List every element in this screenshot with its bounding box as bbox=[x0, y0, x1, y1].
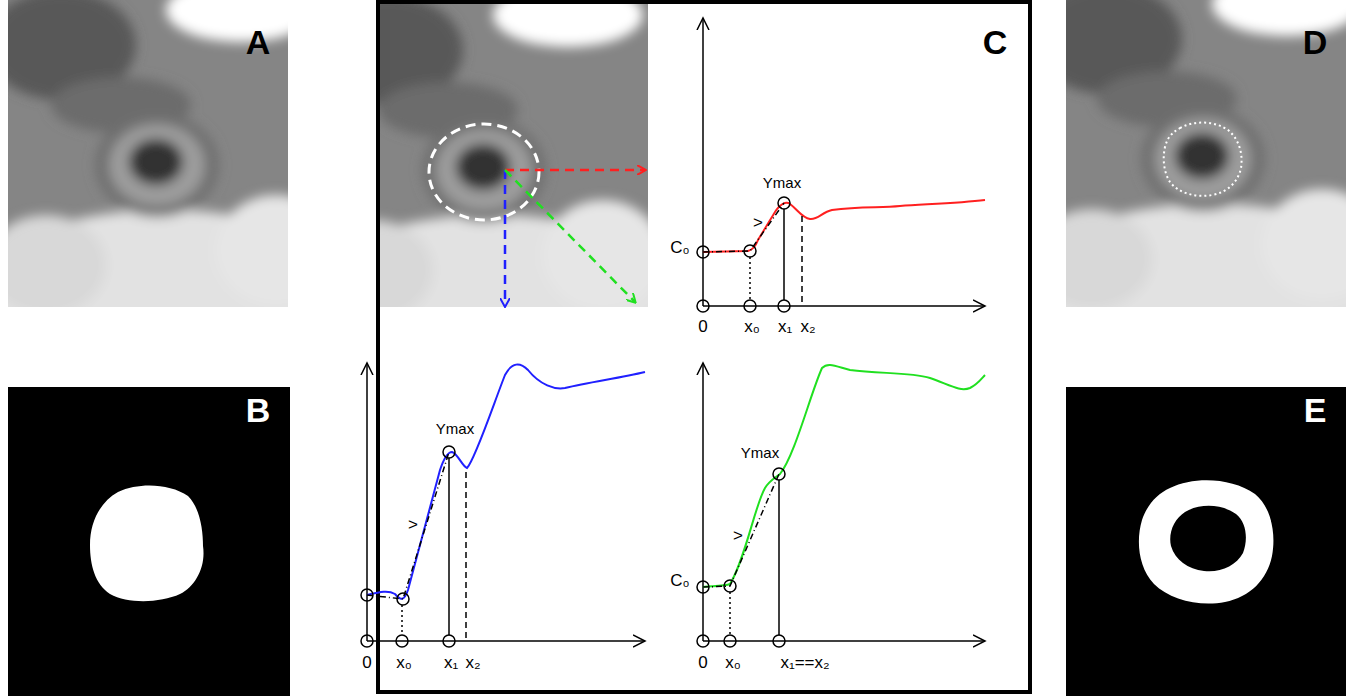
ray-arrow bbox=[505, 170, 635, 302]
wall-mask bbox=[1139, 480, 1274, 603]
panel-label: E bbox=[1304, 393, 1327, 427]
vessel-image bbox=[0, 0, 376, 400]
lumen-contour bbox=[1164, 123, 1242, 196]
tick-label: x₁==x₂ bbox=[780, 654, 829, 671]
profile-plot bbox=[361, 363, 645, 647]
point-label: Ymax bbox=[741, 445, 779, 460]
tick-label: x₁ bbox=[778, 318, 792, 335]
point-label: Ymax bbox=[436, 421, 474, 436]
tick-label: x₂ bbox=[465, 654, 480, 671]
mask-image bbox=[8, 387, 290, 696]
ray-arrow bbox=[505, 169, 645, 172]
lumen-mask bbox=[90, 486, 204, 602]
tick-label: 0 bbox=[698, 654, 707, 671]
slope-mark: > bbox=[753, 214, 763, 231]
mask-image bbox=[1066, 387, 1346, 696]
tick-label: x₂ bbox=[800, 318, 815, 335]
search-region bbox=[429, 124, 539, 220]
profile-plot bbox=[697, 363, 985, 647]
axis-label: C₀ bbox=[670, 239, 689, 256]
slope-mark: > bbox=[733, 527, 743, 544]
slope-mark: > bbox=[408, 516, 418, 533]
panel-label: D bbox=[1303, 25, 1328, 59]
profile-plot bbox=[697, 18, 985, 312]
tick-label: 0 bbox=[362, 654, 371, 671]
tick-label: x₀ bbox=[725, 654, 741, 671]
point-label: Ymax bbox=[763, 175, 801, 190]
vessel-image bbox=[1002, 0, 1349, 394]
tick-label: x₀ bbox=[396, 654, 412, 671]
panel-label: A bbox=[246, 25, 271, 59]
vessel-image bbox=[283, 0, 703, 405]
ray-arrow bbox=[504, 170, 507, 306]
panel-label: B bbox=[246, 393, 271, 427]
panel-label: C bbox=[983, 25, 1008, 59]
axis-label: C₀ bbox=[670, 572, 689, 589]
tick-label: 0 bbox=[698, 318, 707, 335]
tick-label: x₁ bbox=[444, 654, 458, 671]
tick-label: x₀ bbox=[744, 318, 760, 335]
